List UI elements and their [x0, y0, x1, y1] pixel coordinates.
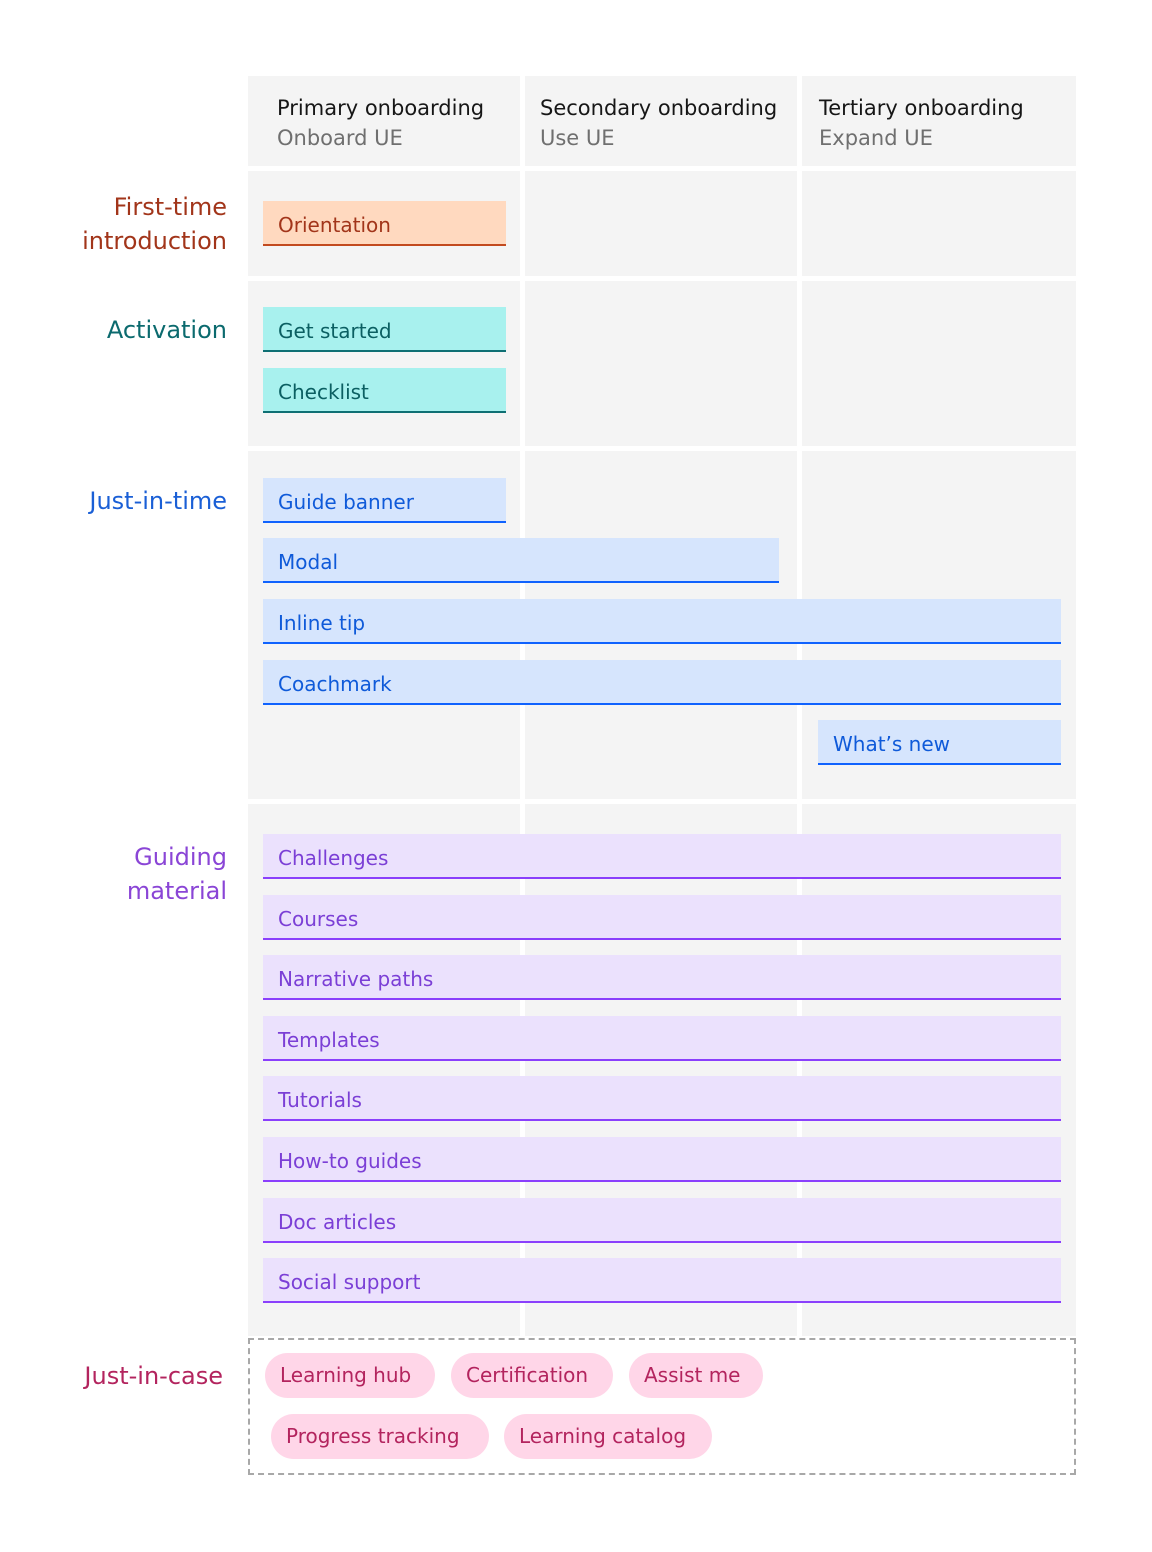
cell-guiding-secondary [525, 804, 797, 1336]
pill-assist-me: Assist me [629, 1353, 763, 1398]
column-subtitle: Use UE [540, 126, 615, 150]
bar-whats-new: What’s new [818, 720, 1061, 765]
bar-doc-articles: Doc articles [263, 1198, 1061, 1243]
column-subtitle: Onboard UE [277, 126, 403, 150]
column-title: Primary onboarding [277, 96, 485, 120]
bar-templates: Templates [263, 1016, 1061, 1061]
bar-courses: Courses [263, 895, 1061, 940]
row-label-just-in-time: Just-in-time [89, 487, 227, 515]
cell-activation-secondary [525, 281, 797, 446]
row-label-first-time: First-time introduction [82, 193, 227, 255]
cell-activation-primary [248, 281, 520, 446]
bar-inline-tip: Inline tip [263, 599, 1061, 644]
bar-how-to-guides: How-to guides [263, 1137, 1061, 1182]
header-cell-primary [248, 76, 520, 166]
column-header-secondary: Secondary onboarding Use UE [540, 93, 777, 153]
bar-get-started: Get started [263, 307, 506, 352]
bar-checklist: Checklist [263, 368, 506, 413]
bar-social-support: Social support [263, 1258, 1061, 1303]
column-header-tertiary: Tertiary onboarding Expand UE [819, 93, 1024, 153]
pill-learning-hub: Learning hub [265, 1353, 435, 1398]
bar-tutorials: Tutorials [263, 1076, 1061, 1121]
header-cell-tertiary [802, 76, 1076, 166]
cell-activation-tertiary [802, 281, 1076, 446]
bar-modal: Modal [263, 538, 779, 583]
bar-guide-banner: Guide banner [263, 478, 506, 523]
column-title: Secondary onboarding [540, 96, 778, 120]
just-in-case-container [248, 1338, 1076, 1475]
cell-guiding-primary [248, 804, 520, 1336]
row-label-activation: Activation [106, 316, 227, 344]
bar-narrative-paths: Narrative paths [263, 955, 1061, 1000]
pill-learning-catalog: Learning catalog [504, 1414, 712, 1459]
bar-challenges: Challenges [263, 834, 1061, 879]
row-label-just-in-case: Just-in-case [84, 1362, 223, 1390]
column-header-primary: Primary onboarding Onboard UE [277, 93, 484, 153]
cell-first-time-secondary [525, 171, 797, 276]
cell-guiding-tertiary [802, 804, 1076, 1336]
bar-orientation: Orientation [263, 201, 506, 246]
cell-first-time-tertiary [802, 171, 1076, 276]
header-cell-secondary [525, 76, 797, 166]
column-title: Tertiary onboarding [819, 96, 1024, 120]
column-subtitle: Expand UE [819, 126, 933, 150]
bar-coachmark: Coachmark [263, 660, 1061, 705]
pill-certification: Certification [451, 1353, 613, 1398]
pill-progress-tracking: Progress tracking [271, 1414, 489, 1459]
row-label-guiding: Guiding material [126, 843, 227, 905]
